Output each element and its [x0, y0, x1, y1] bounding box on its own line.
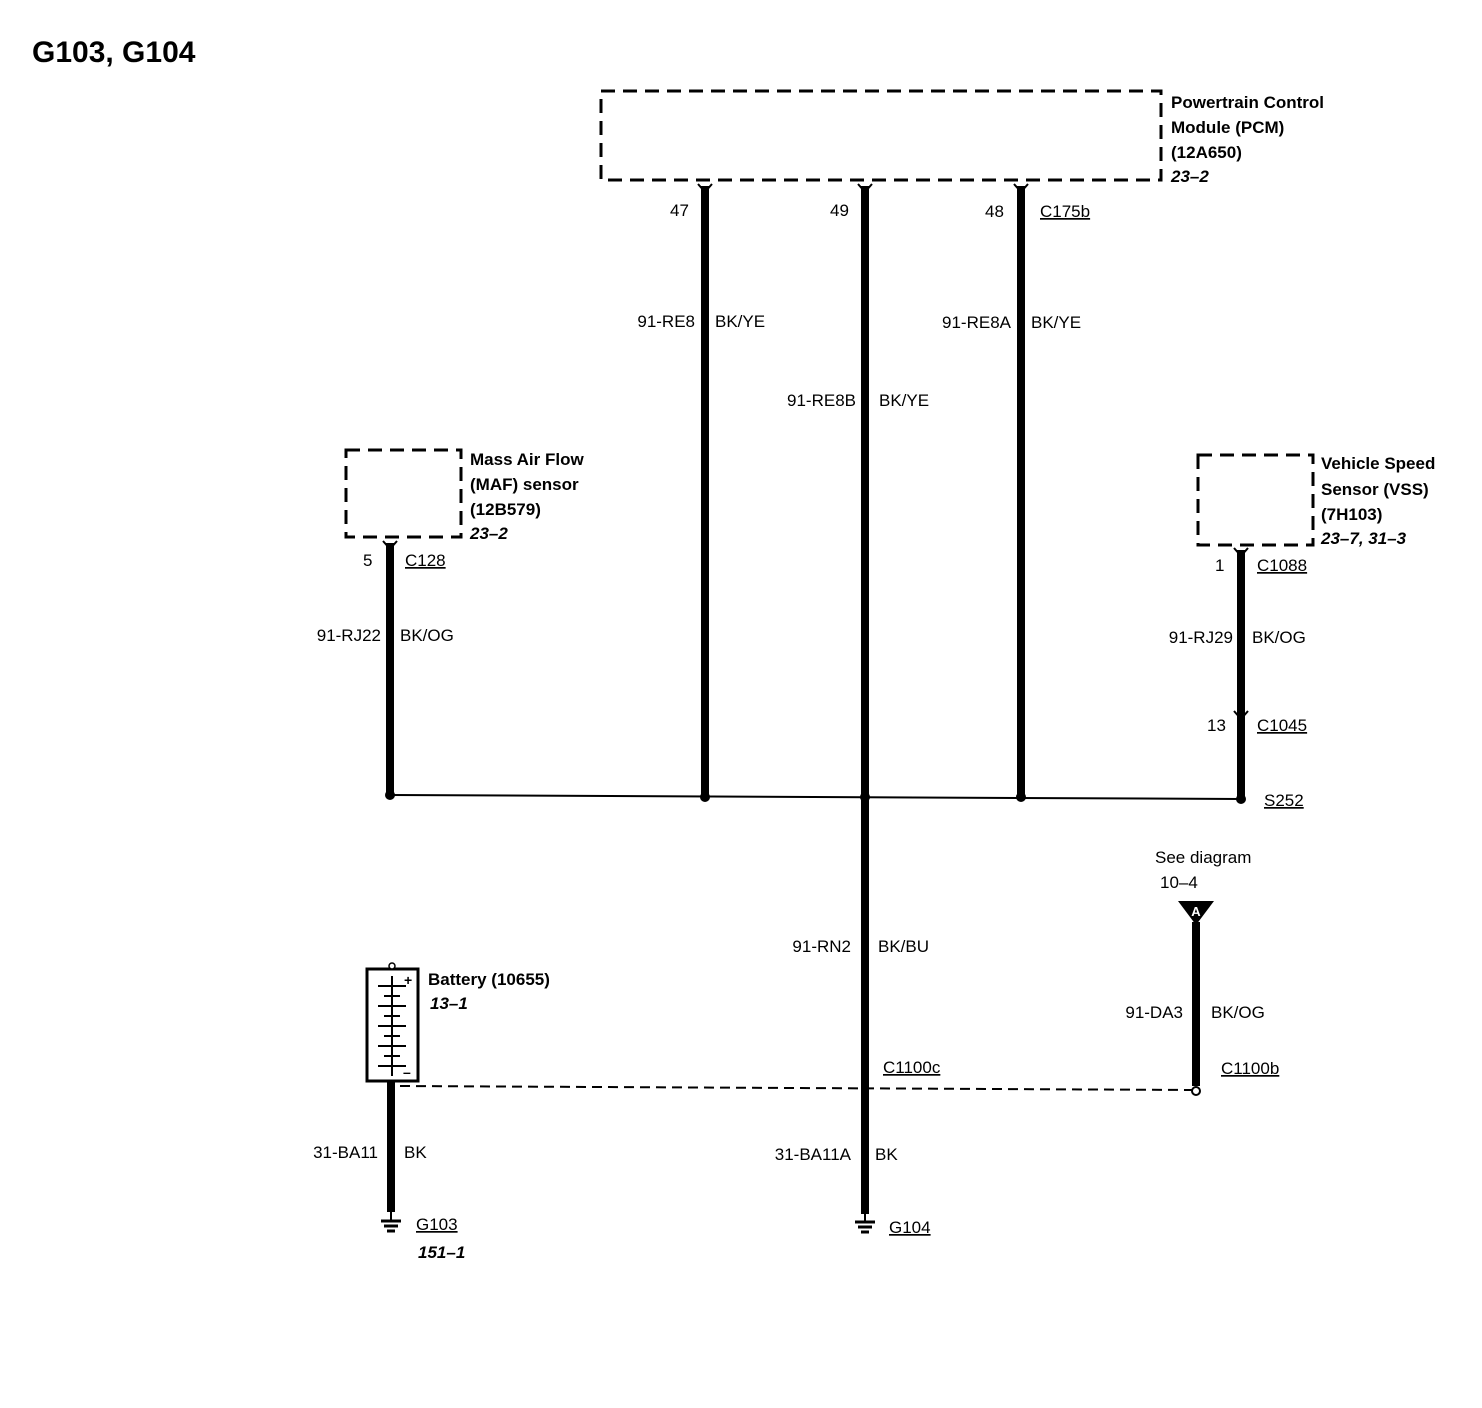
pcm-box	[599, 89, 1163, 182]
wire-91-rn2-circuit: 91-RN2	[792, 937, 851, 956]
battery-plus: +	[404, 972, 412, 988]
connector-c175b: C175b	[1040, 202, 1090, 221]
battery-label: Battery (10655)	[428, 970, 550, 989]
page-title: G103, G104	[32, 36, 196, 69]
connector-c1088: C1088	[1257, 556, 1307, 575]
wire-91-re8b-circuit: 91-RE8B	[787, 391, 856, 410]
wire-91-da3-color: BK/OG	[1211, 1003, 1265, 1022]
wire-91-da3-circuit: 91-DA3	[1125, 1003, 1183, 1022]
splice-node-vss	[1236, 794, 1246, 804]
wire-91-re8a-circuit: 91-RE8A	[942, 313, 1012, 332]
pcm-label-line-1: Powertrain Control	[1171, 93, 1324, 112]
c1100b-terminal	[1191, 1086, 1201, 1096]
wire-31-ba11-circuit: 31-BA11	[313, 1143, 378, 1162]
wire-91-rj29-color: BK/OG	[1252, 628, 1306, 647]
vss-label-line-1: Vehicle Speed	[1321, 454, 1435, 473]
pin-49: 49	[830, 201, 849, 220]
vss-box	[1196, 453, 1315, 547]
splice-node-re8a	[1016, 792, 1026, 802]
connector-c1100c: C1100c	[883, 1058, 941, 1077]
ground-g103-ref: 151–1	[418, 1243, 465, 1262]
maf-ref: 23–2	[469, 524, 508, 543]
pcm-label-line-3: (12A650)	[1171, 143, 1242, 162]
vss-label-line-3: (7H103)	[1321, 505, 1382, 524]
wire-91-rj29-circuit: 91-RJ29	[1169, 628, 1233, 647]
pcm-label-line-2: Module (PCM)	[1171, 118, 1284, 137]
ground-g104-icon	[855, 1214, 875, 1234]
vss-pin: 1	[1215, 556, 1224, 575]
see-diagram-ref: 10–4	[1160, 873, 1198, 892]
battery-icon	[365, 962, 420, 1083]
wire-91-re8-circuit: 91-RE8	[637, 312, 695, 331]
vss-ref: 23–7, 31–3	[1320, 529, 1407, 548]
wire-91-rn2-color: BK/BU	[878, 937, 929, 956]
ground-g104-label: G104	[889, 1218, 931, 1237]
battery-ref: 13–1	[430, 994, 468, 1013]
connector-c1045: C1045	[1257, 716, 1307, 735]
wire-31-ba11a-color: BK	[875, 1145, 898, 1164]
maf-label-line-1: Mass Air Flow	[470, 450, 584, 469]
maf-pin: 5	[363, 551, 372, 570]
connector-c128: C128	[405, 551, 446, 570]
wire-91-rj22-color: BK/OG	[400, 626, 454, 645]
wire-31-ba11-color: BK	[404, 1143, 427, 1162]
ground-g103-icon	[381, 1212, 401, 1233]
splice-node-maf	[385, 790, 395, 800]
maf-box	[344, 448, 463, 539]
vss-label-line-2: Sensor (VSS)	[1321, 480, 1429, 499]
ground-g103-label: G103	[416, 1215, 458, 1234]
off-page-connector-a-label: A	[1191, 904, 1201, 919]
splice-bus	[389, 794, 1242, 800]
c1045-pin-arrow	[1233, 710, 1249, 721]
off-page-connector-a-icon	[1178, 901, 1214, 925]
battery-minus: –	[403, 1064, 411, 1080]
splice-s252: S252	[1264, 791, 1304, 810]
connector-c1100b: C1100b	[1221, 1059, 1279, 1078]
c1100-dashed-link	[399, 1085, 1193, 1091]
see-diagram-text: See diagram	[1155, 848, 1251, 867]
wire-91-re8a-color: BK/YE	[1031, 313, 1081, 332]
wire-91-rj22-circuit: 91-RJ22	[317, 626, 381, 645]
pin-48: 48	[985, 202, 1004, 221]
wire-31-ba11a-circuit: 31-BA11A	[775, 1145, 852, 1164]
pin-47: 47	[670, 201, 689, 220]
pcm-ref: 23–2	[1170, 167, 1209, 186]
c1045-pin: 13	[1207, 716, 1226, 735]
splice-node-re8	[700, 792, 710, 802]
maf-label-line-2: (MAF) sensor	[470, 475, 579, 494]
wire-91-re8-color: BK/YE	[715, 312, 765, 331]
wire-91-re8b-color: BK/YE	[879, 391, 929, 410]
maf-label-line-3: (12B579)	[470, 500, 541, 519]
